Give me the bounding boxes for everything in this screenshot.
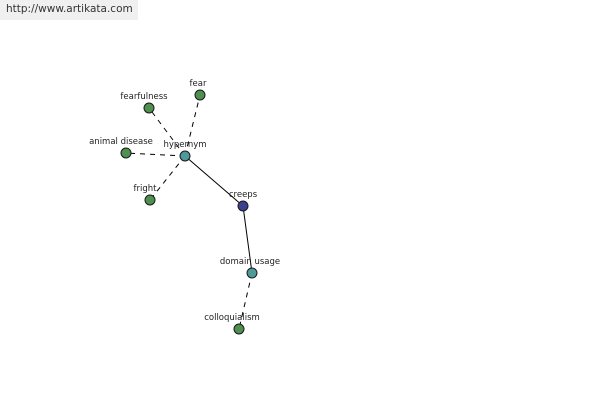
node-colloquialism[interactable]: colloquialism	[204, 313, 260, 335]
edge-creeps-hypernym	[184, 155, 244, 207]
node-label-fright: fright	[134, 184, 158, 194]
node-marker-colloquialism[interactable]	[233, 323, 245, 335]
node-label-colloquialism: colloquialism	[204, 313, 260, 323]
edge-hypernym-fearfulness	[148, 107, 186, 157]
node-fearfulness[interactable]: fearfulness	[120, 92, 168, 114]
edge-creeps-domain-usage	[242, 205, 253, 274]
node-label-hypernym: hypernym	[163, 140, 206, 150]
edge-hypernym-fear	[184, 94, 201, 157]
node-label-domain-usage: domain usage	[220, 257, 280, 267]
node-marker-fear[interactable]	[194, 89, 206, 101]
edges-layer	[125, 94, 253, 330]
node-label-fearfulness: fearfulness	[120, 92, 168, 102]
source-url[interactable]: http://www.artikata.com	[0, 0, 138, 20]
node-label-fear: fear	[190, 79, 207, 89]
node-marker-fright[interactable]	[144, 194, 156, 206]
node-fright[interactable]: fright	[134, 184, 158, 206]
nodes-layer: creeps hypernym domain usage fear fearfulnes…	[89, 79, 280, 335]
node-label-animal-disease: animal disease	[89, 137, 153, 147]
node-creeps[interactable]: creeps	[229, 190, 258, 212]
node-marker-hypernym[interactable]	[179, 150, 191, 162]
node-marker-fearfulness[interactable]	[143, 102, 155, 114]
node-marker-creeps[interactable]	[237, 200, 249, 212]
node-marker-animal-disease[interactable]	[120, 147, 132, 159]
node-fear[interactable]: fear	[190, 79, 207, 101]
edge-hypernym-animal-disease	[125, 152, 186, 157]
node-label-creeps: creeps	[229, 190, 258, 200]
node-hypernym[interactable]: hypernym	[163, 140, 207, 162]
node-marker-domain-usage[interactable]	[246, 267, 258, 279]
node-domain-usage[interactable]: domain usage	[220, 257, 280, 279]
node-animal-disease[interactable]: animal disease	[89, 137, 153, 159]
